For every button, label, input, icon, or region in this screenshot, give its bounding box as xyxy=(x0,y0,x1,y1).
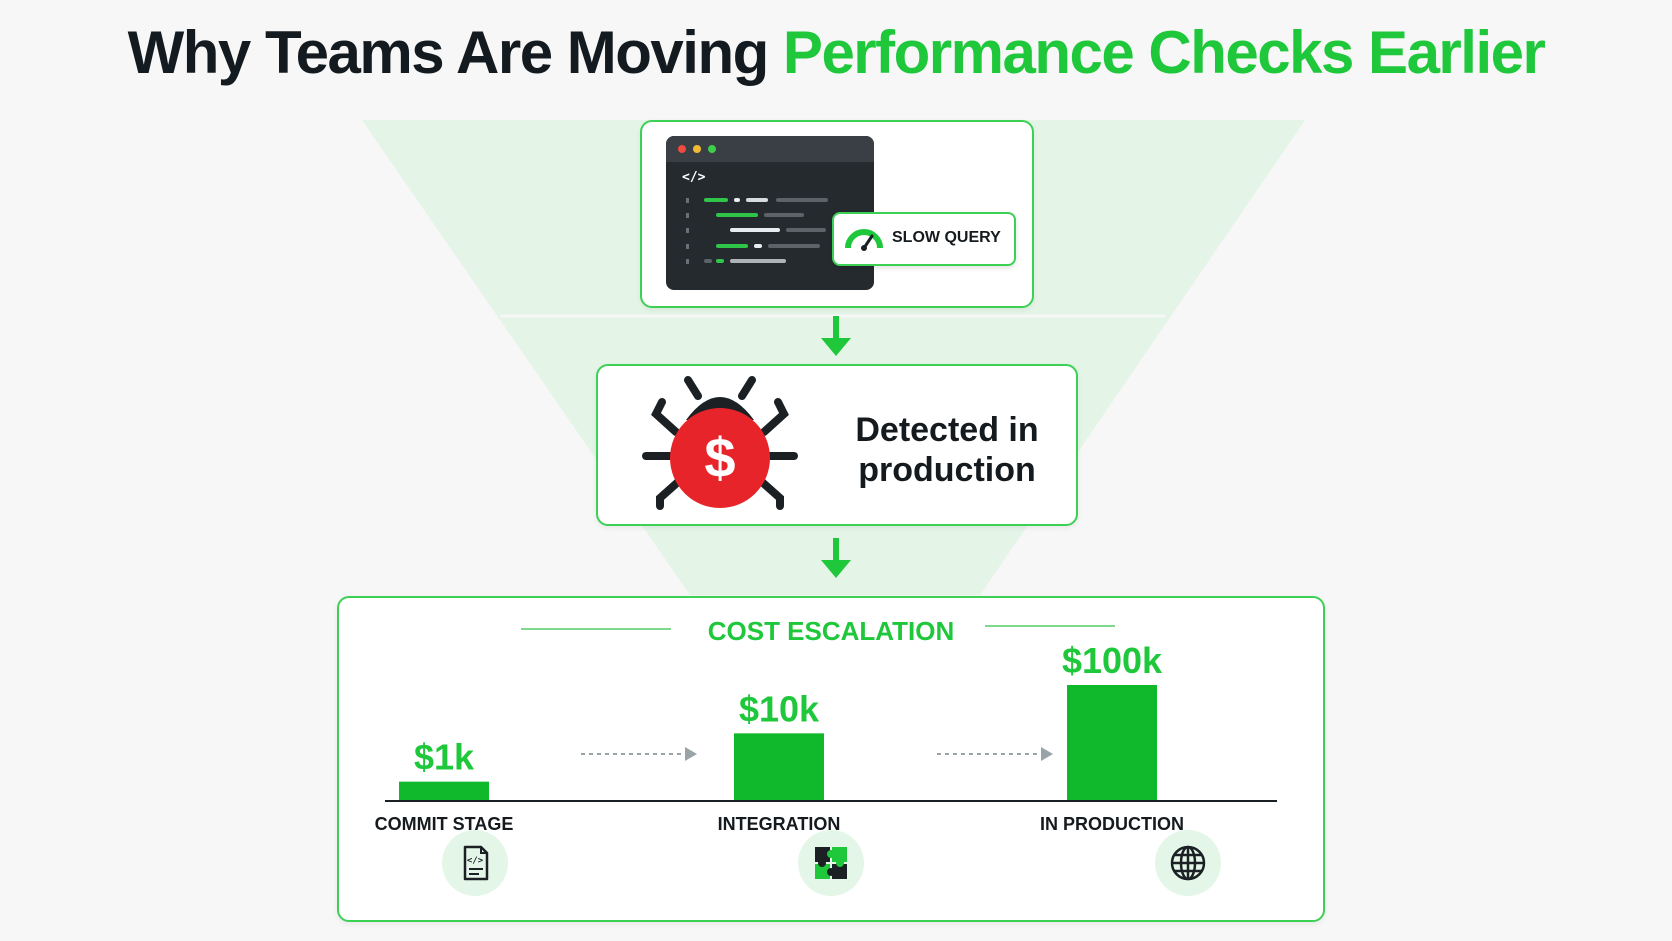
detected-line-2: production xyxy=(858,451,1036,489)
cost-value-label: $10k xyxy=(739,688,820,729)
cost-bar xyxy=(399,781,489,801)
detection-panel: $ Detected in production xyxy=(596,364,1078,526)
svg-text:</>: </> xyxy=(467,856,484,866)
close-dot-icon xyxy=(678,145,686,153)
stage-label: INTEGRATION xyxy=(718,814,841,834)
puzzle-icon xyxy=(798,830,864,896)
stage-label: COMMIT STAGE xyxy=(375,814,514,834)
detected-line-1: Detected in xyxy=(855,411,1039,449)
detected-in-production-text: Detected in production xyxy=(838,410,1056,490)
arrowhead-2-icon xyxy=(1041,747,1053,761)
globe-icon xyxy=(1155,830,1221,896)
page-title: Why Teams Are Moving Performance Checks … xyxy=(0,18,1672,87)
minimize-dot-icon xyxy=(693,145,701,153)
cost-value-label: $100k xyxy=(1062,640,1163,681)
cost-escalation-title: COST ESCALATION xyxy=(707,616,955,646)
title-dark-part: Why Teams Are Moving xyxy=(127,19,770,86)
slow-query-badge: SLOW QUERY xyxy=(832,212,1016,266)
stage-label: IN PRODUCTION xyxy=(1040,814,1184,834)
arrow-down-icon xyxy=(821,538,851,578)
arrowhead-1-icon xyxy=(685,747,697,761)
speedometer-icon xyxy=(845,229,883,251)
maximize-dot-icon xyxy=(708,145,716,153)
window-title-bar xyxy=(666,136,874,162)
slow-query-label: SLOW QUERY xyxy=(892,229,1001,246)
svg-text:$: $ xyxy=(704,426,735,489)
cost-bar xyxy=(734,733,824,801)
arrow-down-icon xyxy=(821,316,851,356)
code-icon: </> xyxy=(682,170,706,185)
cost-bar xyxy=(1067,685,1157,801)
cost-value-label: $1k xyxy=(414,737,475,778)
code-panel: </> SLOW QUERY xyxy=(640,120,1034,308)
code-document-icon: </> xyxy=(442,830,508,896)
title-accent-part: Performance Checks Earlier xyxy=(782,19,1546,86)
bug-dollar-icon: $ xyxy=(642,376,798,510)
